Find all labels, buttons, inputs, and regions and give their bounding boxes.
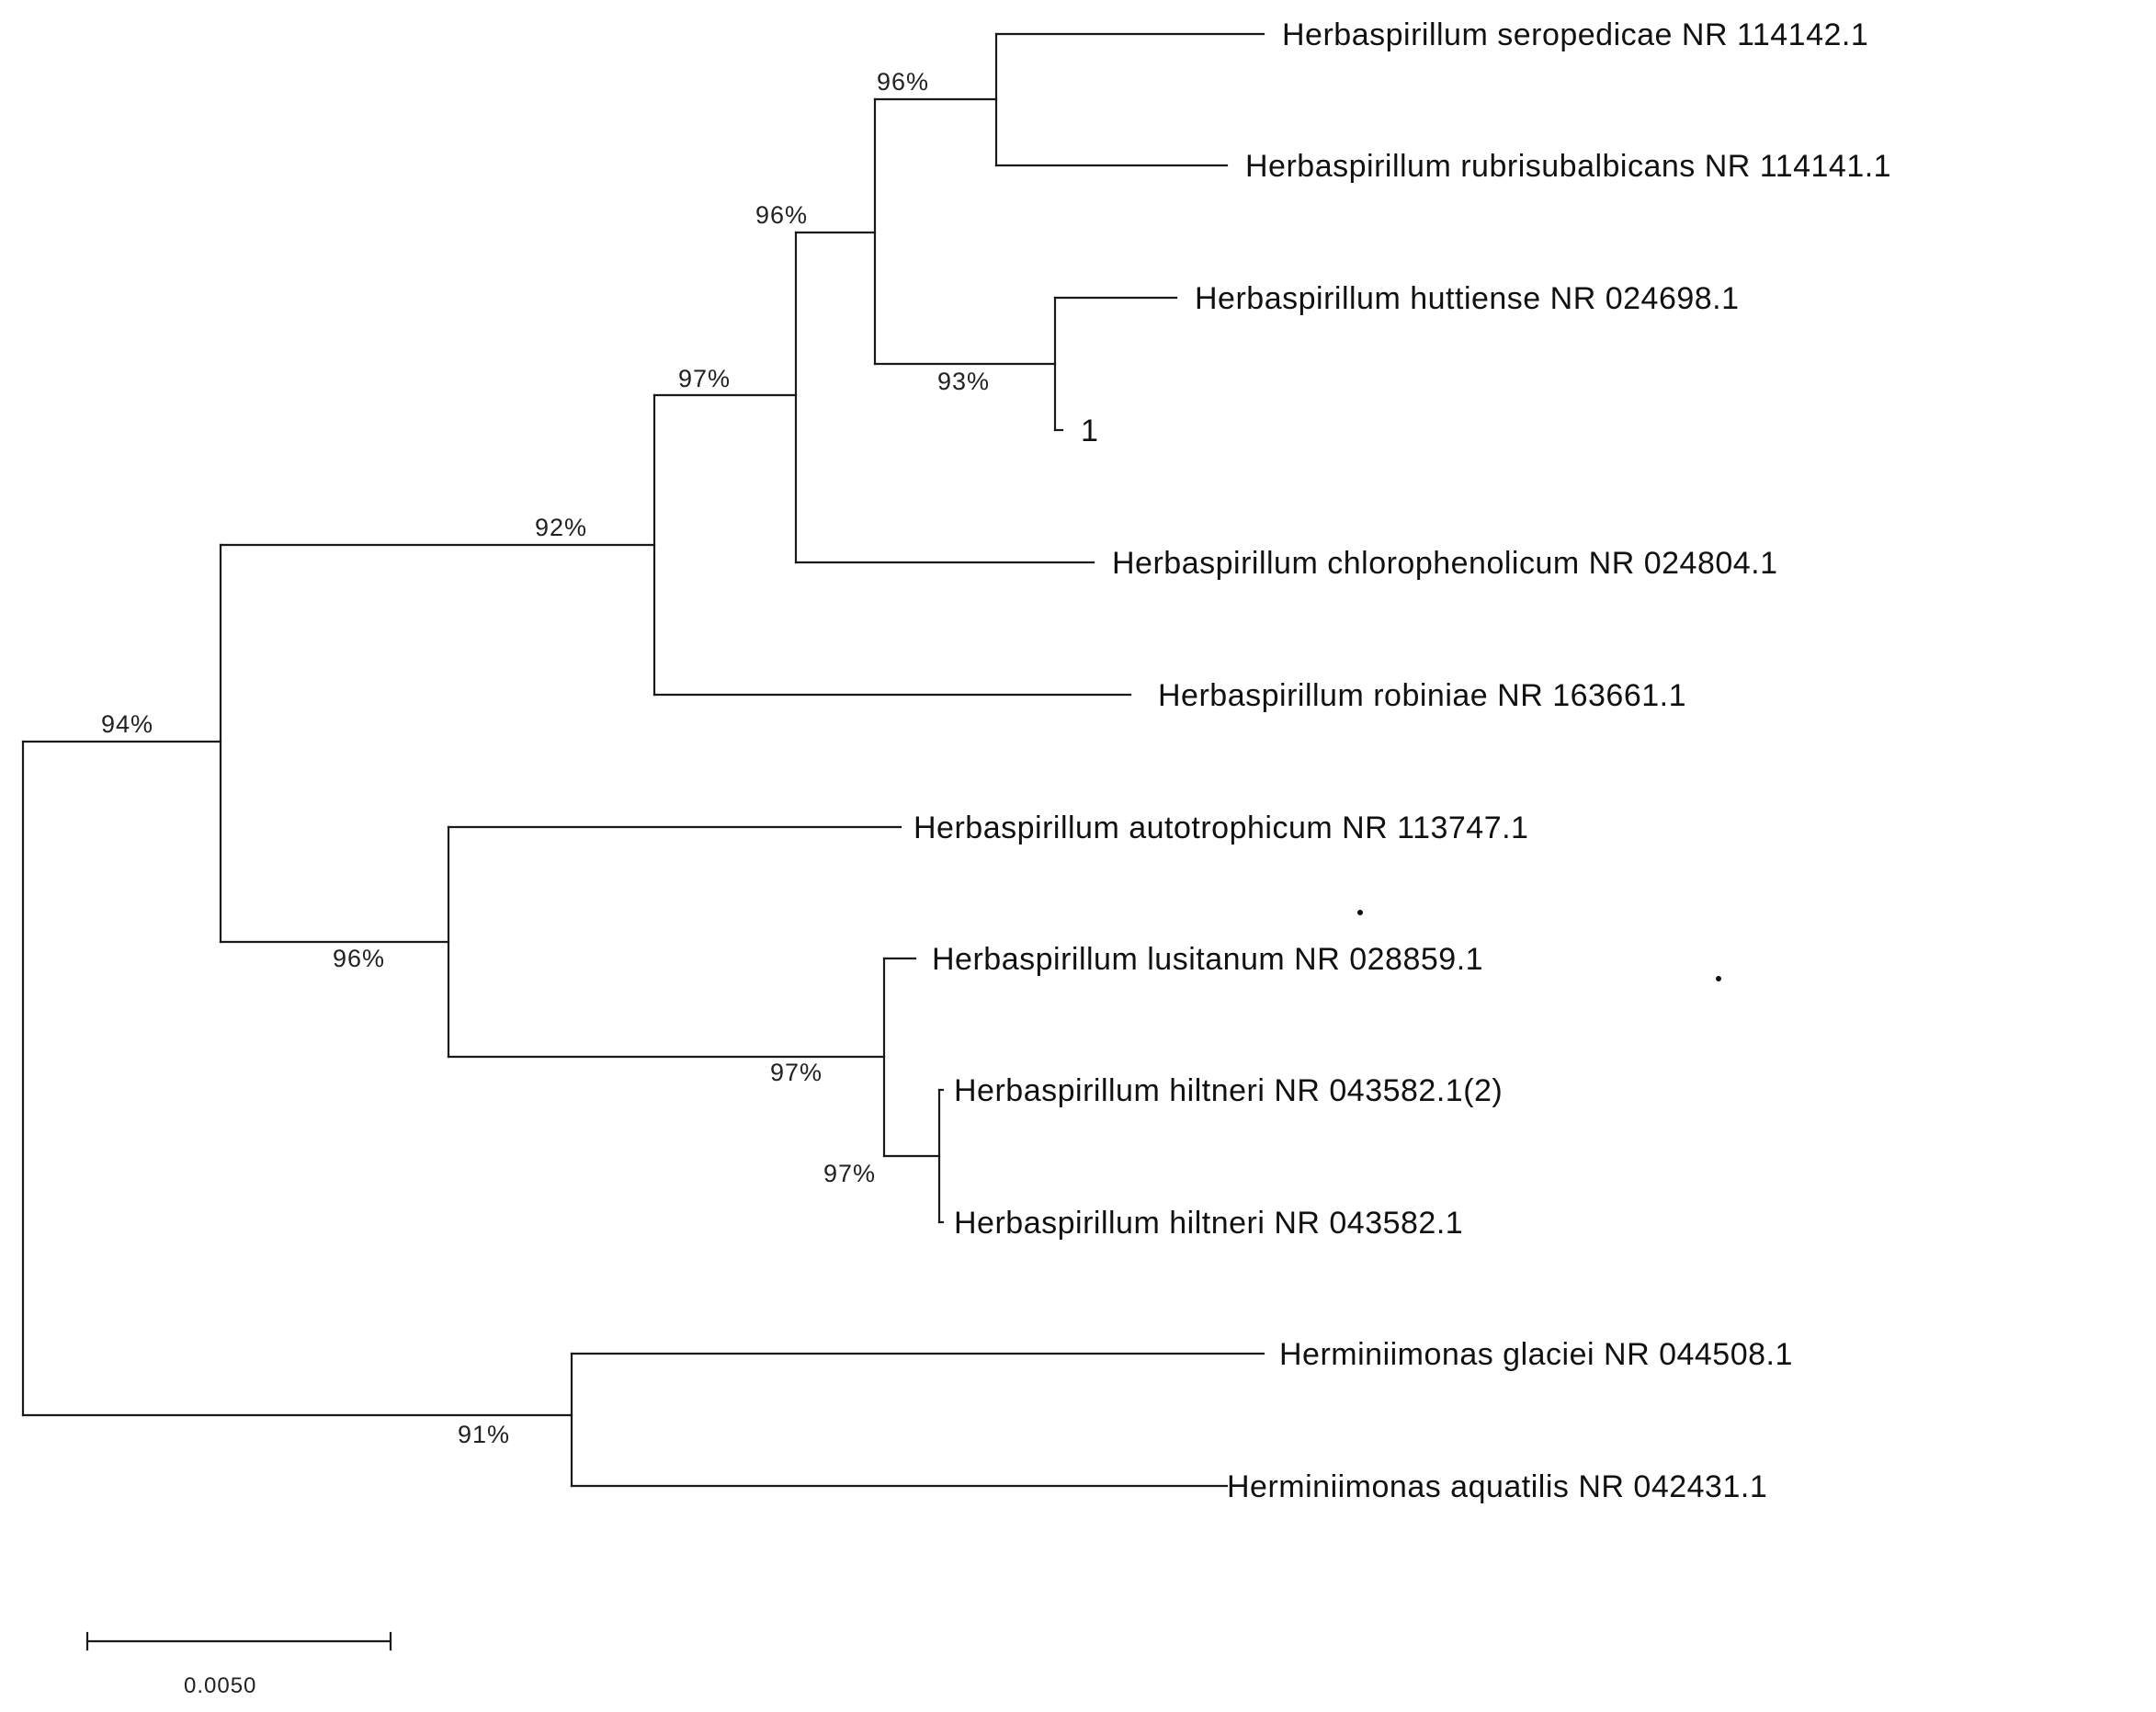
- leaf-label-lusitanum: Herbaspirillum lusitanum NR 028859.1: [932, 942, 1483, 977]
- leaf-label-huttiense: Herbaspirillum huttiense NR 024698.1: [1195, 281, 1740, 316]
- bootstrap-core-clade: 97%: [678, 365, 731, 392]
- scale-bar: 0.0050: [85, 1631, 392, 1698]
- leaf-label-rubrisubalbicans: Herbaspirillum rubrisubalbicans NR 11414…: [1245, 149, 1891, 184]
- leaf-label-robiniae: Herbaspirillum robiniae NR 163661.1: [1158, 678, 1686, 713]
- bootstrap-root: 94%: [101, 710, 153, 738]
- bootstrap-auto-clade: 96%: [333, 945, 385, 972]
- leaf-label-chlorophenolicum: Herbaspirillum chlorophenolicum NR 02480…: [1112, 546, 1778, 581]
- leaf-label-isolate-1: 1: [1081, 414, 1098, 448]
- bootstrap-herminiimonas: 91%: [458, 1421, 510, 1448]
- bootstrap-inner-clade: 96%: [755, 201, 808, 229]
- bootstrap-values: 94% 92% 97% 96% 96% 93% 96% 97% 97% 91%: [101, 68, 990, 1448]
- leaf-labels: Herbaspirillum seropedicae NR 114142.1 H…: [913, 17, 1891, 1504]
- leaf-label-seropedicae: Herbaspirillum seropedicae NR 114142.1: [1282, 17, 1868, 52]
- artifact-dot: [1716, 976, 1721, 981]
- bootstrap-herbaspirillum-main: 92%: [535, 514, 587, 541]
- scale-bar-label: 0.0050: [184, 1673, 256, 1698]
- leaf-label-glaciei: Herminiimonas glaciei NR 044508.1: [1279, 1337, 1793, 1372]
- leaf-label-aquatilis: Herminiimonas aquatilis NR 042431.1: [1227, 1469, 1767, 1504]
- artifact-dot: [1357, 910, 1363, 915]
- bootstrap-lusi-hiltneri: 97%: [770, 1059, 823, 1086]
- leaf-label-hiltneri: Herbaspirillum hiltneri NR 043582.1: [954, 1206, 1463, 1241]
- tree-branches: [21, 32, 1265, 1488]
- leaf-label-autotrophicum: Herbaspirillum autotrophicum NR 113747.1: [913, 811, 1528, 845]
- bootstrap-hiltneri-pair: 97%: [823, 1160, 876, 1187]
- leaf-label-hiltneri-2: Herbaspirillum hiltneri NR 043582.1(2): [954, 1073, 1503, 1108]
- bootstrap-hutt-isolate: 93%: [937, 368, 990, 395]
- bootstrap-sero-rubri: 96%: [877, 68, 929, 96]
